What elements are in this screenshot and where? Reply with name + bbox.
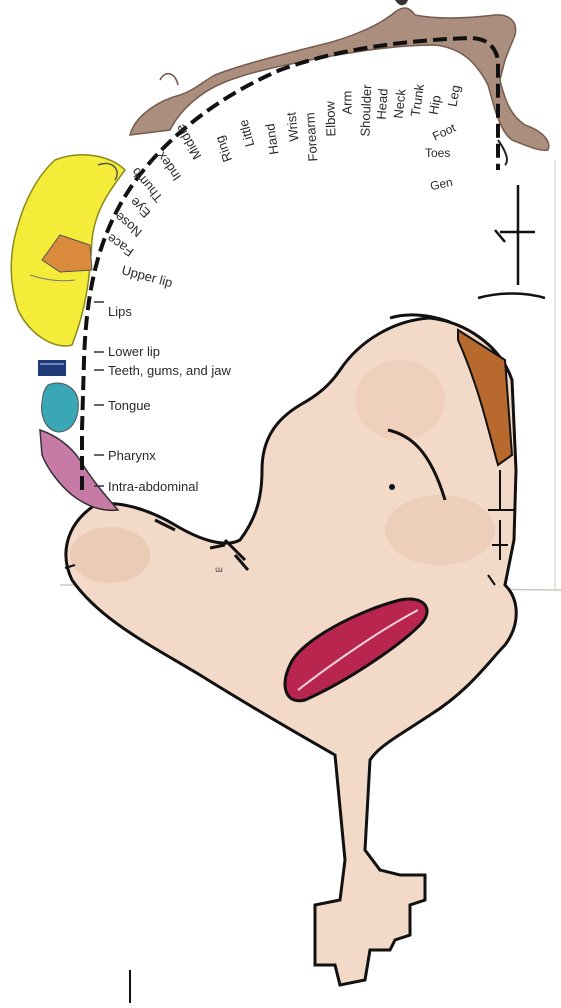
label-shoulder: Shoulder: [359, 84, 374, 136]
label-teeth-gums-jaw: Teeth, gums, and jaw: [108, 364, 231, 377]
label-forearm: Forearm: [303, 112, 319, 162]
label-hand: Hand: [263, 123, 280, 156]
head-detail: [395, 0, 408, 5]
shading-blotch: [385, 495, 495, 565]
label-toes: Toes: [425, 147, 450, 159]
body-hand-detail: [160, 74, 178, 85]
tongue-teal: [42, 383, 79, 432]
label-intra-abdominal: Intra-abdominal: [108, 480, 198, 493]
label-leaders: [94, 302, 104, 486]
label-elbow: Elbow: [323, 101, 337, 137]
label-lips: Lips: [108, 305, 132, 318]
label-arm: Arm: [341, 91, 354, 115]
label-lower-lip: Lower lip: [108, 345, 160, 358]
teeth-jaw-navy: [38, 360, 66, 376]
label-hip: Hip: [427, 94, 443, 115]
scale-mark: [478, 185, 545, 298]
label-wrist: Wrist: [284, 112, 300, 143]
label-leg: Leg: [446, 84, 463, 108]
shading-blotch: [355, 360, 445, 440]
label-neck: Neck: [392, 88, 408, 119]
homunculus-body: [130, 8, 549, 150]
cerebral-hemisphere: [66, 318, 516, 985]
pharynx-pink: [40, 430, 118, 510]
label-head: Head: [375, 88, 390, 120]
label-tongue: Tongue: [108, 399, 151, 412]
label-pharynx: Pharynx: [108, 449, 156, 462]
shading-blotch: [70, 527, 150, 583]
sulcus-dot: [389, 484, 395, 490]
small-scribble: ɯ: [215, 565, 223, 574]
